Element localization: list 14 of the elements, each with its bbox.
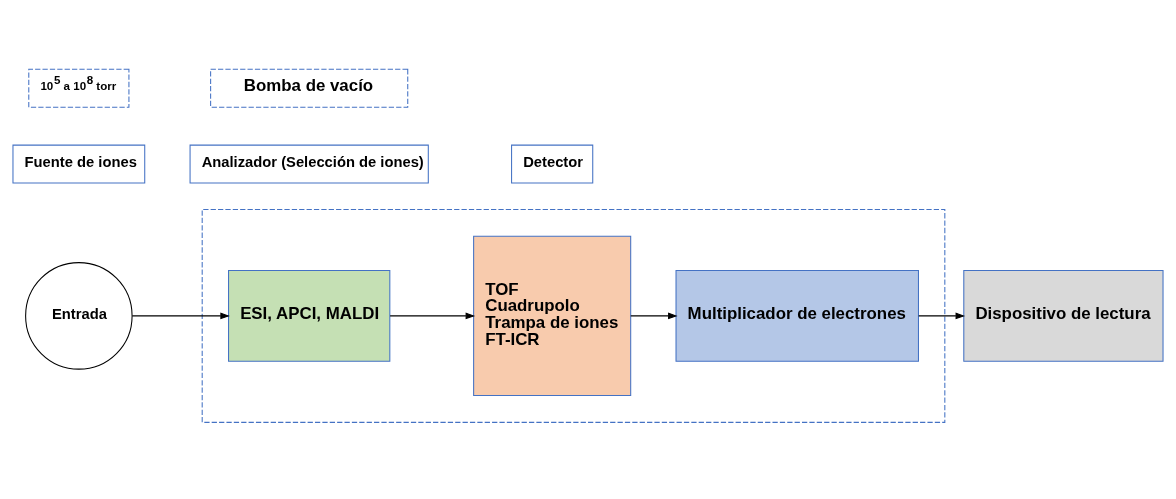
node-box: TOF Cuadrupolo Trampa de iones FT-ICR <box>473 235 632 396</box>
node-box: Analizador (Selección de iones) <box>189 144 429 184</box>
node-box: ESI, APCI, MALDI <box>228 269 391 362</box>
node-box: Fuente de iones <box>12 144 146 184</box>
arrow <box>389 312 476 319</box>
node-box: Bomba de vacío <box>210 68 409 108</box>
arrow <box>630 312 678 319</box>
node-box: Dispositivo de lectura <box>963 269 1164 362</box>
arrow <box>131 312 230 319</box>
node-box: Multiplicador de electrones <box>675 269 919 362</box>
cluster <box>201 208 946 423</box>
node-box: Detector <box>511 144 594 184</box>
arrow <box>918 312 966 319</box>
node-circle: Entrada <box>25 261 133 370</box>
